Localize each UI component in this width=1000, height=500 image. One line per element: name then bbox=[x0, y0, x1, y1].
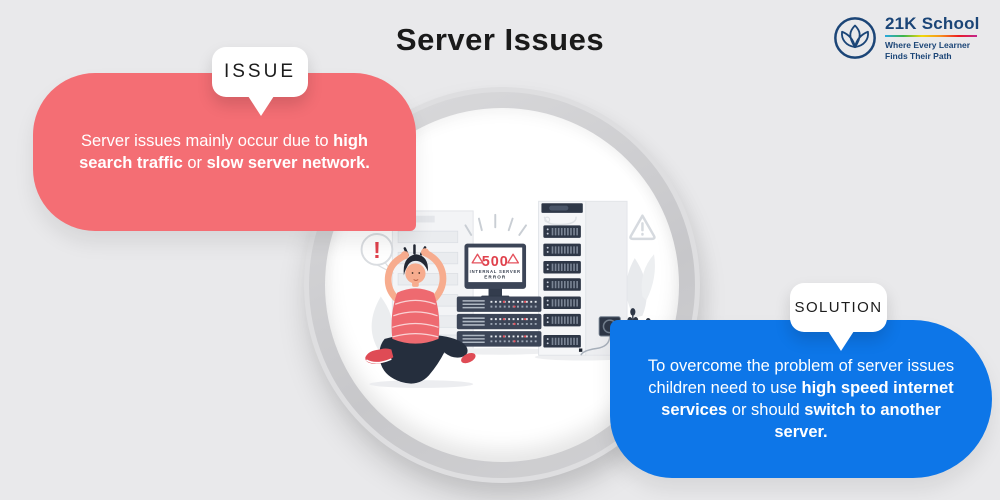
brand-tagline-line2: Finds Their Path bbox=[885, 50, 952, 61]
issue-label-text: ISSUE bbox=[223, 61, 297, 82]
warning-triangle-deco bbox=[629, 214, 656, 241]
solution-bubble-text: To overcome the problem of server issues… bbox=[647, 356, 955, 442]
leaf-right bbox=[626, 258, 647, 318]
solution-label-text: SOLUTION bbox=[794, 299, 883, 316]
solution-bubble: To overcome the problem of server issues… bbox=[610, 320, 992, 478]
alert-mark-text: ! bbox=[373, 237, 381, 263]
server-error-illustration: 500 INTERNAL SERVER ERROR ! bbox=[360, 200, 656, 388]
error-line1-text: INTERNAL SERVER bbox=[470, 269, 521, 274]
error-code-text: 500 bbox=[482, 254, 509, 270]
page-title: Server Issues bbox=[395, 22, 605, 57]
brand-gradient-rule bbox=[885, 34, 977, 38]
illustration-ring: 500 INTERNAL SERVER ERROR ! bbox=[304, 87, 700, 483]
stressed-person bbox=[365, 244, 476, 388]
lotus-logo-icon bbox=[834, 17, 876, 60]
solution-label: SOLUTION bbox=[790, 283, 887, 351]
server-stack bbox=[455, 295, 543, 348]
issue-label: ISSUE bbox=[212, 47, 308, 116]
stress-lines bbox=[464, 213, 528, 236]
error-monitor: 500 INTERNAL SERVER ERROR bbox=[464, 243, 527, 302]
error-line2-text: ERROR bbox=[484, 275, 506, 280]
leaf-right-2 bbox=[641, 254, 655, 301]
brand-name: 21K School bbox=[885, 14, 980, 33]
brand-logo: 21K School Where Every Learner Finds The… bbox=[832, 15, 980, 62]
solution-label-tail bbox=[828, 331, 854, 351]
brand-tagline-line1: Where Every Learner bbox=[885, 40, 971, 51]
issue-label-tail bbox=[248, 96, 274, 116]
